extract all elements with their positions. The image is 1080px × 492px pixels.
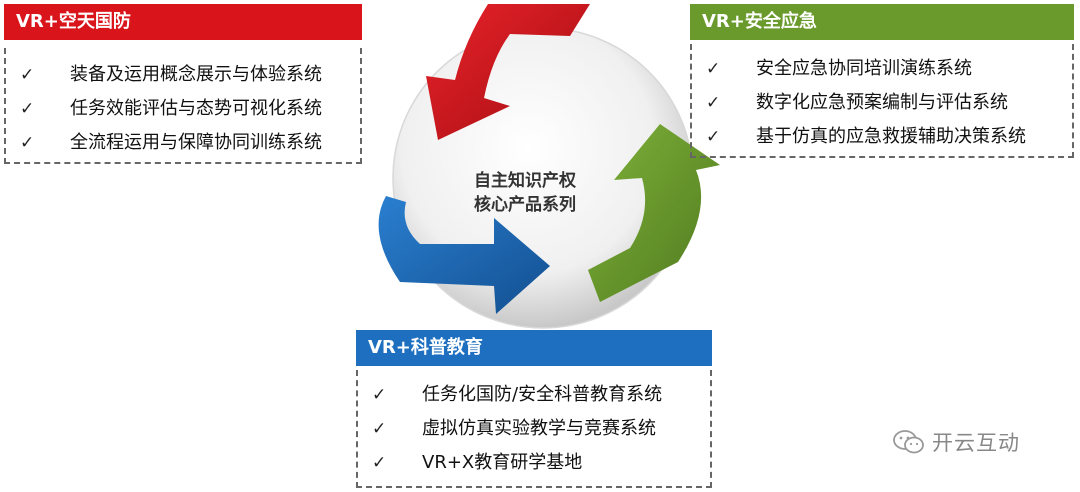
panel-emergency-body: ✓ 安全应急协同培训演练系统 ✓ 数字化应急预案编制与评估系统 ✓ 基于仿真的应… [690, 44, 1074, 158]
panel-emergency: VR+安全应急 ✓ 安全应急协同培训演练系统 ✓ 数字化应急预案编制与评估系统 … [690, 4, 1074, 158]
check-icon: ✓ [372, 419, 387, 439]
list-item: ✓ 任务化国防/安全科普教育系统 [358, 378, 710, 412]
center-label-line2: 核心产品系列 [474, 195, 576, 215]
check-icon: ✓ [20, 99, 35, 119]
panel-emergency-title: VR+安全应急 [690, 4, 1074, 40]
blue-cycle-arrow [378, 196, 550, 314]
check-icon: ✓ [372, 453, 387, 473]
red-cycle-arrow [426, 4, 590, 140]
center-label-line1: 自主知识产权 [474, 171, 576, 191]
list-item: ✓ 全流程运用与保障协同训练系统 [6, 126, 360, 160]
check-icon: ✓ [20, 65, 35, 85]
list-item: ✓ VR+X教育研学基地 [358, 446, 710, 480]
check-icon: ✓ [706, 127, 721, 147]
check-icon: ✓ [706, 59, 721, 79]
list-item: ✓ 数字化应急预案编制与评估系统 [692, 86, 1072, 120]
list-item: ✓ 安全应急协同培训演练系统 [692, 52, 1072, 86]
list-item: ✓ 任务效能评估与态势可视化系统 [6, 92, 360, 126]
panel-education-title: VR+科普教育 [356, 330, 712, 366]
panel-defense-body: ✓ 装备及运用概念展示与体验系统 ✓ 任务效能评估与态势可视化系统 ✓ 全流程运… [4, 48, 362, 164]
cycle-diagram [378, 4, 720, 329]
panel-defense: VR+空天国防 ✓ 装备及运用概念展示与体验系统 ✓ 任务效能评估与态势可视化系… [4, 4, 362, 164]
watermark-text: 开云互动 [932, 431, 1020, 455]
watermark: 开云互动 [892, 426, 1020, 458]
check-icon: ✓ [372, 385, 387, 405]
wechat-icon [893, 430, 924, 454]
list-item: ✓ 基于仿真的应急救援辅助决策系统 [692, 120, 1072, 154]
list-item: ✓ 虚拟仿真实验教学与竞赛系统 [358, 412, 710, 446]
panel-education-body: ✓ 任务化国防/安全科普教育系统 ✓ 虚拟仿真实验教学与竞赛系统 ✓ VR+X教… [356, 370, 712, 488]
green-cycle-arrow [588, 124, 720, 302]
check-icon: ✓ [706, 93, 721, 113]
panel-education: VR+科普教育 ✓ 任务化国防/安全科普教育系统 ✓ 虚拟仿真实验教学与竞赛系统… [356, 330, 712, 488]
list-item: ✓ 装备及运用概念展示与体验系统 [6, 58, 360, 92]
panel-defense-title: VR+空天国防 [4, 4, 362, 40]
check-icon: ✓ [20, 133, 35, 153]
